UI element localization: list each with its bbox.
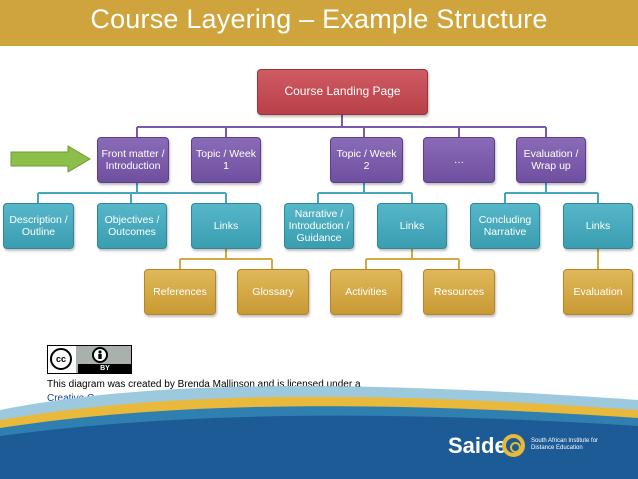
node-ellipsis: … xyxy=(423,137,495,183)
saide-subtitle: South African Institute for Distance Edu… xyxy=(531,438,599,451)
node-objectives-outcomes: Objectives / Outcomes xyxy=(97,203,167,249)
title-bar xyxy=(0,0,638,46)
page-title: Course Layering – Example Structure xyxy=(90,4,548,34)
node-description-outline: Description / Outline xyxy=(3,203,74,249)
node-evaluation: Evaluation xyxy=(563,269,633,315)
footer-wave-decoration xyxy=(0,386,638,479)
node-evaluation-wrap-up: Evaluation / Wrap up xyxy=(516,137,586,183)
cc-icon: cc xyxy=(50,348,72,370)
node-links-2: Links xyxy=(377,203,447,249)
node-glossary: Glossary xyxy=(237,269,309,315)
node-front-matter: Front matter / Introduction xyxy=(97,137,169,183)
by-label: BY xyxy=(78,364,132,373)
node-course-landing-page: Course Landing Page xyxy=(257,69,428,115)
saide-logo-icon xyxy=(502,434,525,457)
node-topic-week-1: Topic / Week 1 xyxy=(191,137,261,183)
saide-logo-text: Saide xyxy=(448,433,507,458)
license-line-1: This diagram was created by Brenda Malli… xyxy=(47,379,361,390)
node-topic-week-2: Topic / Week 2 xyxy=(330,137,403,183)
cc-by-license-badge: cc BY xyxy=(47,345,132,374)
node-narrative-introduction-guidance: Narrative / Introduction / Guidance xyxy=(284,203,354,249)
green-arrow-icon xyxy=(10,145,91,173)
node-links-1: Links xyxy=(191,203,261,249)
person-icon xyxy=(92,347,108,363)
node-concluding-narrative: Concluding Narrative xyxy=(470,203,540,249)
node-links-3: Links xyxy=(563,203,633,249)
node-references: References xyxy=(144,269,216,315)
node-resources: Resources xyxy=(423,269,495,315)
node-activities: Activities xyxy=(330,269,402,315)
